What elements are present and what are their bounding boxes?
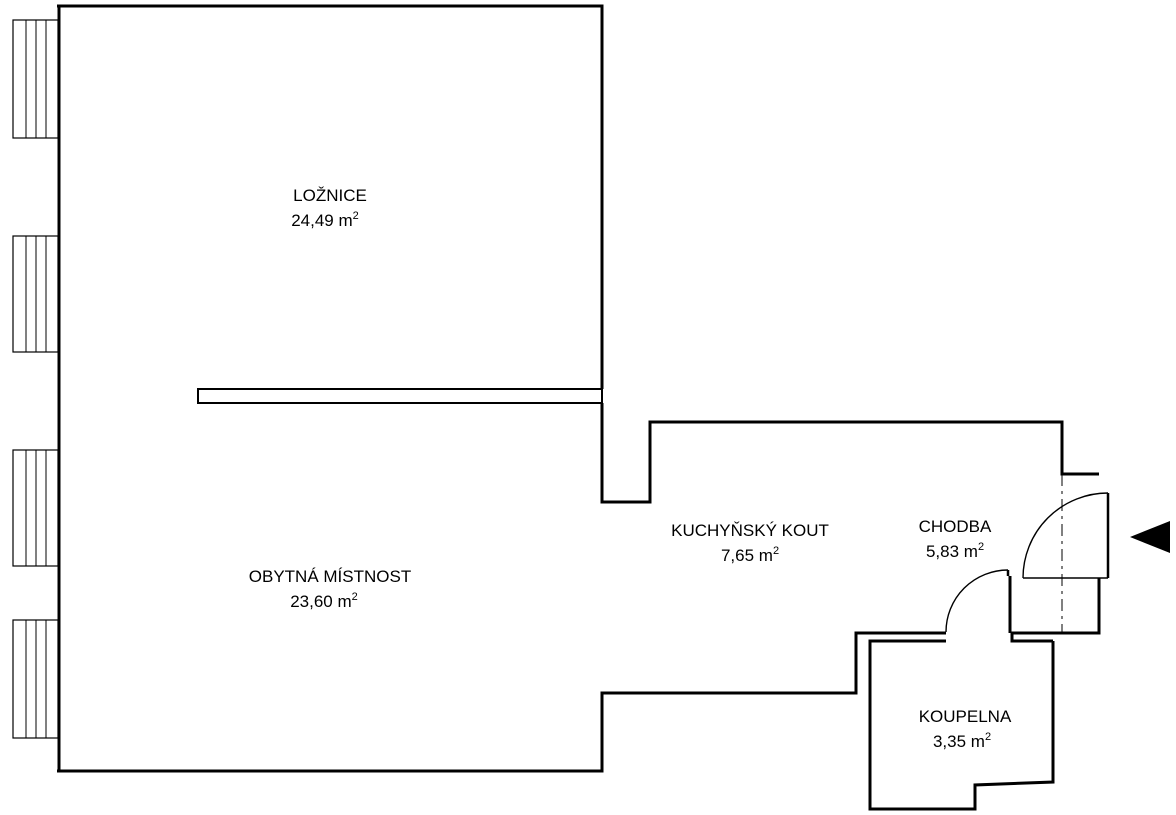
room-area: 23,60 m2	[290, 591, 358, 611]
room-name: KOUPELNA	[919, 707, 1012, 726]
window	[12, 619, 59, 739]
room-label-loznice: LOŽNICE 24,49 m2	[291, 186, 367, 230]
hallway-wall-right	[1010, 578, 1101, 643]
room-area: 5,83 m2	[926, 541, 984, 561]
window	[12, 449, 59, 567]
bathroom-door	[945, 569, 1010, 633]
room-label-chodba: CHODBA 5,83 m2	[919, 517, 992, 561]
room-name: KUCHYŇSKÝ KOUT	[671, 521, 829, 540]
arrow-left-icon	[1130, 521, 1170, 553]
kitchen-wall-top	[600, 403, 1099, 504]
room-label-obytna-mistnost: OBYTNÁ MÍSTNOST 23,60 m2	[249, 567, 411, 611]
windows	[12, 19, 59, 739]
room-label-kuchynsky-kout: KUCHYŇSKÝ KOUT 7,65 m2	[671, 521, 829, 565]
living-room-wall-bottom	[57, 631, 946, 773]
room-area: 24,49 m2	[291, 210, 359, 230]
room-label-koupelna: KOUPELNA 3,35 m2	[919, 707, 1012, 751]
window	[12, 235, 59, 353]
room-area: 3,35 m2	[933, 731, 991, 751]
room-name: CHODBA	[919, 517, 992, 536]
bathroom-wall	[868, 639, 1055, 811]
room-name: LOŽNICE	[293, 186, 367, 205]
room-area: 7,65 m2	[721, 545, 779, 565]
window	[12, 19, 59, 139]
bedroom-wall	[57, 4, 604, 389]
room-name: OBYTNÁ MÍSTNOST	[249, 567, 411, 586]
walls	[57, 4, 1101, 811]
partition-wall	[197, 388, 603, 404]
entrance-door	[1022, 474, 1110, 633]
